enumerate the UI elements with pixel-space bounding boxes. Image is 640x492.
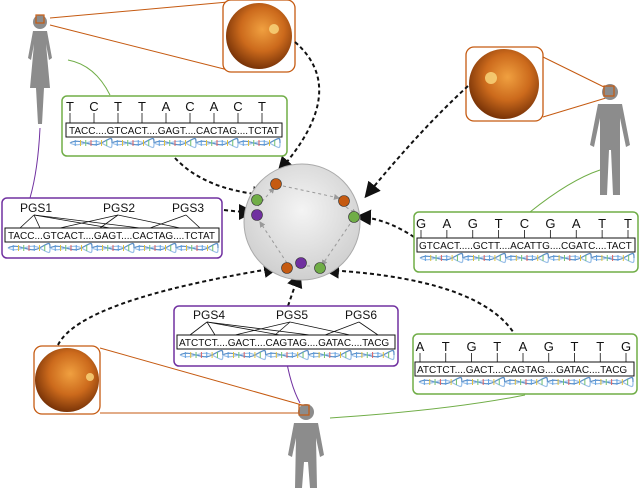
base-letter: T: [596, 339, 604, 354]
base-letter: G: [466, 339, 476, 354]
node-green: [251, 194, 263, 206]
base-letter: T: [571, 339, 579, 354]
base-letter: T: [66, 99, 74, 114]
base-letter: T: [493, 339, 501, 354]
base-letter: A: [443, 216, 452, 231]
node-orange: [270, 178, 282, 190]
base-letter: T: [258, 99, 266, 114]
base-letter: T: [624, 216, 632, 231]
base-letter: T: [598, 216, 606, 231]
base-letter: A: [519, 339, 528, 354]
dna-helix-icon: [69, 137, 281, 149]
pgs-label: PGS3: [172, 201, 204, 215]
base-letter: G: [621, 339, 631, 354]
node-orange: [281, 262, 293, 274]
base-letter: C: [520, 216, 529, 231]
dna-helix-icon: [7, 242, 219, 254]
base-letter: G: [545, 216, 555, 231]
fundus-image-icon: [465, 46, 544, 122]
node-orange: [338, 195, 350, 207]
dna-helix-icon: [419, 252, 635, 264]
sequence-text: GTCACT.....GCTT....ACATTG....CGATC....TA…: [419, 241, 632, 252]
base-letter: A: [572, 216, 581, 231]
base-letter: A: [416, 339, 425, 354]
node-purple: [251, 209, 263, 221]
base-letter: A: [162, 99, 171, 114]
sequence-text: TACC...GTCACT....GAGT....CACTAG....TCTAT: [8, 231, 215, 242]
dna-helix-icon: [179, 349, 395, 361]
base-letter: T: [138, 99, 146, 114]
person-male-icon: [590, 84, 630, 195]
base-letter: A: [210, 99, 219, 114]
dna-helix-icon: [418, 376, 634, 388]
base-letter: T: [495, 216, 503, 231]
base-letter: T: [442, 339, 450, 354]
fundus-image-icon: [222, 0, 296, 73]
aggregation-hub: [243, 163, 361, 281]
sequence-text: TACC....GTCACT....GAGT....CACTAG....TCTA…: [69, 126, 279, 137]
base-letter: T: [114, 99, 122, 114]
base-letter: G: [468, 216, 478, 231]
base-letter: G: [544, 339, 554, 354]
sequence-text: ATCTCT....GACT....CAGTAG....GATAC....TAC…: [417, 365, 627, 376]
node-purple: [295, 257, 307, 269]
node-green: [348, 211, 360, 223]
base-letter: C: [233, 99, 242, 114]
node-green: [314, 262, 326, 274]
person-child-icon: [288, 404, 324, 488]
base-letter: C: [185, 99, 194, 114]
pgs-label: PGS1: [20, 201, 52, 215]
fundus-image-icon: [33, 345, 101, 415]
sequence-text: ATCTCT....GACT....CAGTAG....GATAC....TAC…: [179, 338, 389, 349]
pgs-label: PGS2: [103, 201, 135, 215]
connector-lines: [29, 1, 607, 419]
person-female-icon: [28, 14, 52, 124]
pgs-label: PGS5: [276, 308, 308, 322]
base-letter: G: [416, 216, 426, 231]
base-letter: C: [89, 99, 98, 114]
pgs-label: PGS6: [345, 308, 377, 322]
snp-panel-right: G A G T C G A T T GTCACT.....GCTT....ACATTG....C…: [413, 211, 639, 273]
pgs-label: PGS4: [193, 308, 225, 322]
snp-panel-bottom: A T G T A G T T G ATCTCT....GACT....CAGTAG....GA…: [412, 333, 638, 395]
pgs-panel-bottom: PGS4 PGS5 PGS6 ATCTCT....GACT....CAGTAG.…: [173, 305, 399, 367]
pgs-panel-left: PGS1 PGS2 PGS3 TACC...GTCACT....GAGT....…: [1, 197, 223, 259]
